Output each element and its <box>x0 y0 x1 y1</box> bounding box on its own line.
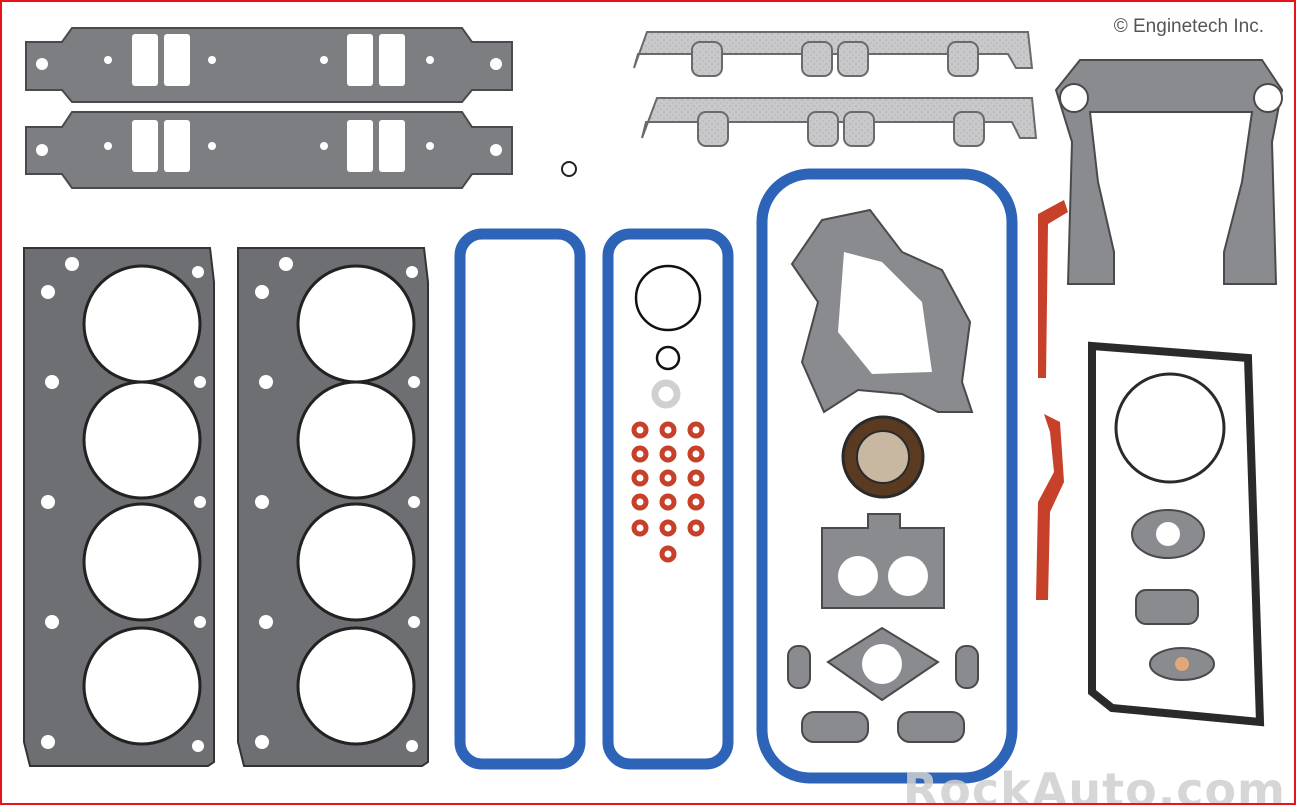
thermostat-gasket-left <box>801 711 869 743</box>
throttle-body-gasket <box>821 513 945 609</box>
small-gasket-right <box>955 645 979 689</box>
head-gasket-right <box>237 247 429 767</box>
valve-stem-seals <box>631 421 705 563</box>
watermark-logo: RockAuto.com <box>902 763 1286 805</box>
white-washer <box>651 379 681 409</box>
medium-o-ring <box>655 345 681 371</box>
thermostat-gasket-right <box>897 711 965 743</box>
small-gasket-left <box>787 645 811 689</box>
intake-gasket-bottom <box>25 111 513 189</box>
intake-gasket-top <box>25 27 513 103</box>
copyright-label: © Enginetech Inc. <box>1113 16 1264 37</box>
exhaust-gasket-top <box>633 31 1034 77</box>
rear-seal-lower <box>1036 414 1064 600</box>
timing-cover-gasket <box>1054 59 1284 285</box>
valve-cover-gasket-right <box>602 228 734 770</box>
head-gasket-left <box>23 247 215 767</box>
exhaust-gasket-bottom <box>641 97 1038 147</box>
large-o-ring <box>634 264 702 332</box>
oil-pan-gasket <box>756 168 1018 784</box>
valve-cover-gasket-left <box>454 228 586 770</box>
small-o-ring <box>561 161 577 177</box>
rear-seal-upper <box>1038 200 1068 378</box>
valley-pan-gasket <box>1088 341 1265 727</box>
